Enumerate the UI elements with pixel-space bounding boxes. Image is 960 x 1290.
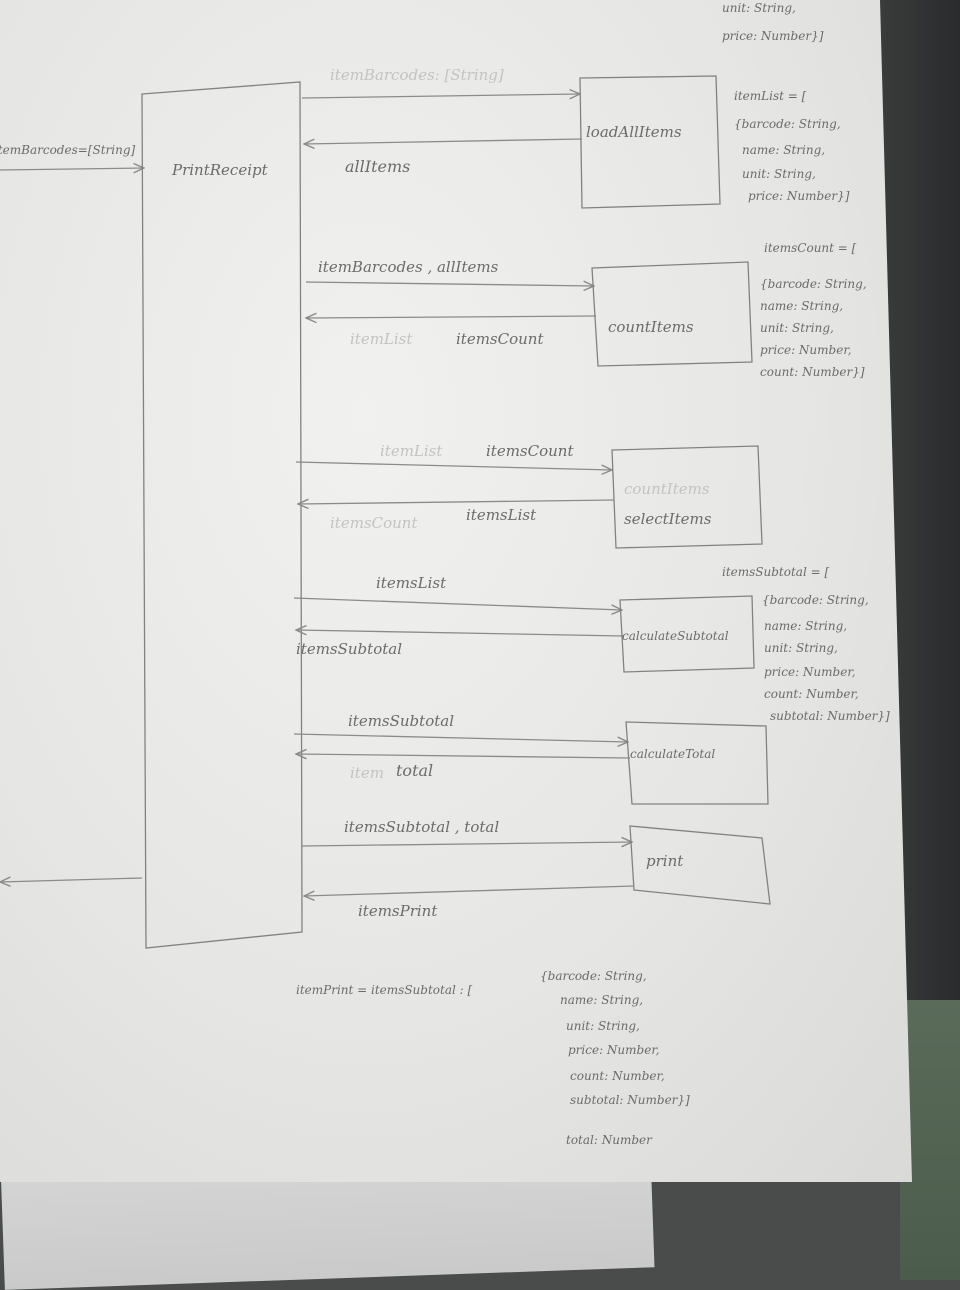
schema-4-line-1: itemsSubtotal = [ xyxy=(722,565,829,579)
ghost-return-label-3: itemsCount xyxy=(330,514,418,532)
return-label-4: itemsSubtotal xyxy=(296,640,402,658)
return-arrow-2 xyxy=(306,316,597,318)
call-arrow-4 xyxy=(293,597,622,610)
schema-2-line-3: name: String, xyxy=(760,299,843,313)
call-arrow-6 xyxy=(301,842,632,846)
return-arrow-3 xyxy=(298,500,615,504)
ghost-call-label-1: itemBarcodes: [String] xyxy=(330,66,504,84)
schema-2-line-4: unit: String, xyxy=(760,321,834,335)
schema-1-line-1: itemList = [ xyxy=(734,89,807,103)
schema-4-line-2: {barcode: String, xyxy=(762,593,869,607)
lifeline-box xyxy=(141,81,303,949)
return-label-2: itemsCount xyxy=(456,330,544,348)
schema-4-line-4: unit: String, xyxy=(764,641,838,655)
schema-1: itemList = [ {barcode: String, name: Str… xyxy=(734,89,850,203)
schema-4-line-6: count: Number, xyxy=(764,687,859,701)
schema-2-line-2: {barcode: String, xyxy=(760,277,867,291)
call-arrow-5 xyxy=(293,733,628,742)
return-label-5: total xyxy=(396,761,433,780)
top-cut-text-1: unit: String, xyxy=(722,1,796,15)
function-label-1: loadAllItems xyxy=(586,123,682,141)
schema-1-line-2: {barcode: String, xyxy=(734,117,841,131)
schema-1-line-5: price: Number}] xyxy=(748,189,850,203)
return-arrow-6 xyxy=(304,885,635,896)
function-box-2 xyxy=(591,261,753,367)
call-arrow-1 xyxy=(301,94,580,98)
bottom-definition-header: itemPrint = itemsSubtotal : [ xyxy=(296,983,472,997)
ghost-return-label-5: item xyxy=(350,764,384,782)
bottom-field-4: price: Number, xyxy=(568,1043,660,1057)
bottom-definition: itemPrint = itemsSubtotal : [ {barcode: … xyxy=(296,969,690,1147)
call-label-3: itemsCount xyxy=(486,442,574,460)
schema-4-line-7: subtotal: Number}] xyxy=(770,709,890,723)
call-label-6: itemsSubtotal , total xyxy=(344,818,499,836)
external-input-arrow xyxy=(0,168,144,170)
function-box-6 xyxy=(629,825,771,905)
return-arrow-5 xyxy=(296,754,631,758)
bottom-field-1: {barcode: String, xyxy=(540,969,647,983)
function-box-4 xyxy=(619,595,755,673)
return-label-1: allItems xyxy=(345,157,410,176)
schema-4-line-3: name: String, xyxy=(764,619,847,633)
call-label-4: itemsList xyxy=(376,574,447,592)
function-label-6: print xyxy=(646,852,684,870)
schema-4: itemsSubtotal = [ {barcode: String, name… xyxy=(722,565,890,723)
function-box-3 xyxy=(611,445,763,549)
function-box-5 xyxy=(625,721,769,805)
schema-2: itemsCount = [ {barcode: String, name: S… xyxy=(760,241,867,379)
external-output-arrow xyxy=(0,878,143,882)
paper-sheet xyxy=(0,0,912,1182)
call-arrow-3 xyxy=(295,461,612,470)
bottom-field-3: unit: String, xyxy=(566,1019,640,1033)
schema-2-line-1: itemsCount = [ xyxy=(764,241,857,255)
ghost-return-label-2: itemList xyxy=(350,330,413,348)
schema-1-line-3: name: String, xyxy=(742,143,825,157)
call-label-5: itemsSubtotal xyxy=(348,712,454,730)
top-cut-text-2: price: Number}] xyxy=(722,29,824,43)
ghost-function-label-3: countItems xyxy=(624,480,710,498)
call-arrow-2 xyxy=(305,282,594,286)
bottom-field-5: count: Number, xyxy=(570,1069,665,1083)
function-box-1 xyxy=(579,75,721,209)
bottom-field-6: subtotal: Number}] xyxy=(570,1093,690,1107)
function-label-4: calculateSubtotal xyxy=(622,629,729,643)
function-label-3: selectItems xyxy=(624,510,712,528)
schema-2-line-5: price: Number, xyxy=(760,343,852,357)
bottom-total-line: total: Number xyxy=(566,1133,653,1147)
return-arrow-4 xyxy=(296,630,625,637)
schema-4-line-5: price: Number, xyxy=(764,665,856,679)
external-input-label: itemBarcodes=[String] xyxy=(0,143,136,157)
schema-1-line-4: unit: String, xyxy=(742,167,816,181)
return-label-6: itemsPrint xyxy=(358,902,438,920)
call-label-2: itemBarcodes , allItems xyxy=(318,258,499,276)
bottom-field-2: name: String, xyxy=(560,993,643,1007)
return-label-3: itemsList xyxy=(466,506,537,524)
schema-2-line-6: count: Number}] xyxy=(760,365,865,379)
return-arrow-1 xyxy=(304,138,583,144)
function-label-5: calculateTotal xyxy=(630,747,715,761)
ghost-call-label-3: itemList xyxy=(380,442,443,460)
lifeline-label: PrintReceipt xyxy=(171,161,269,179)
function-label-2: countItems xyxy=(608,318,694,336)
